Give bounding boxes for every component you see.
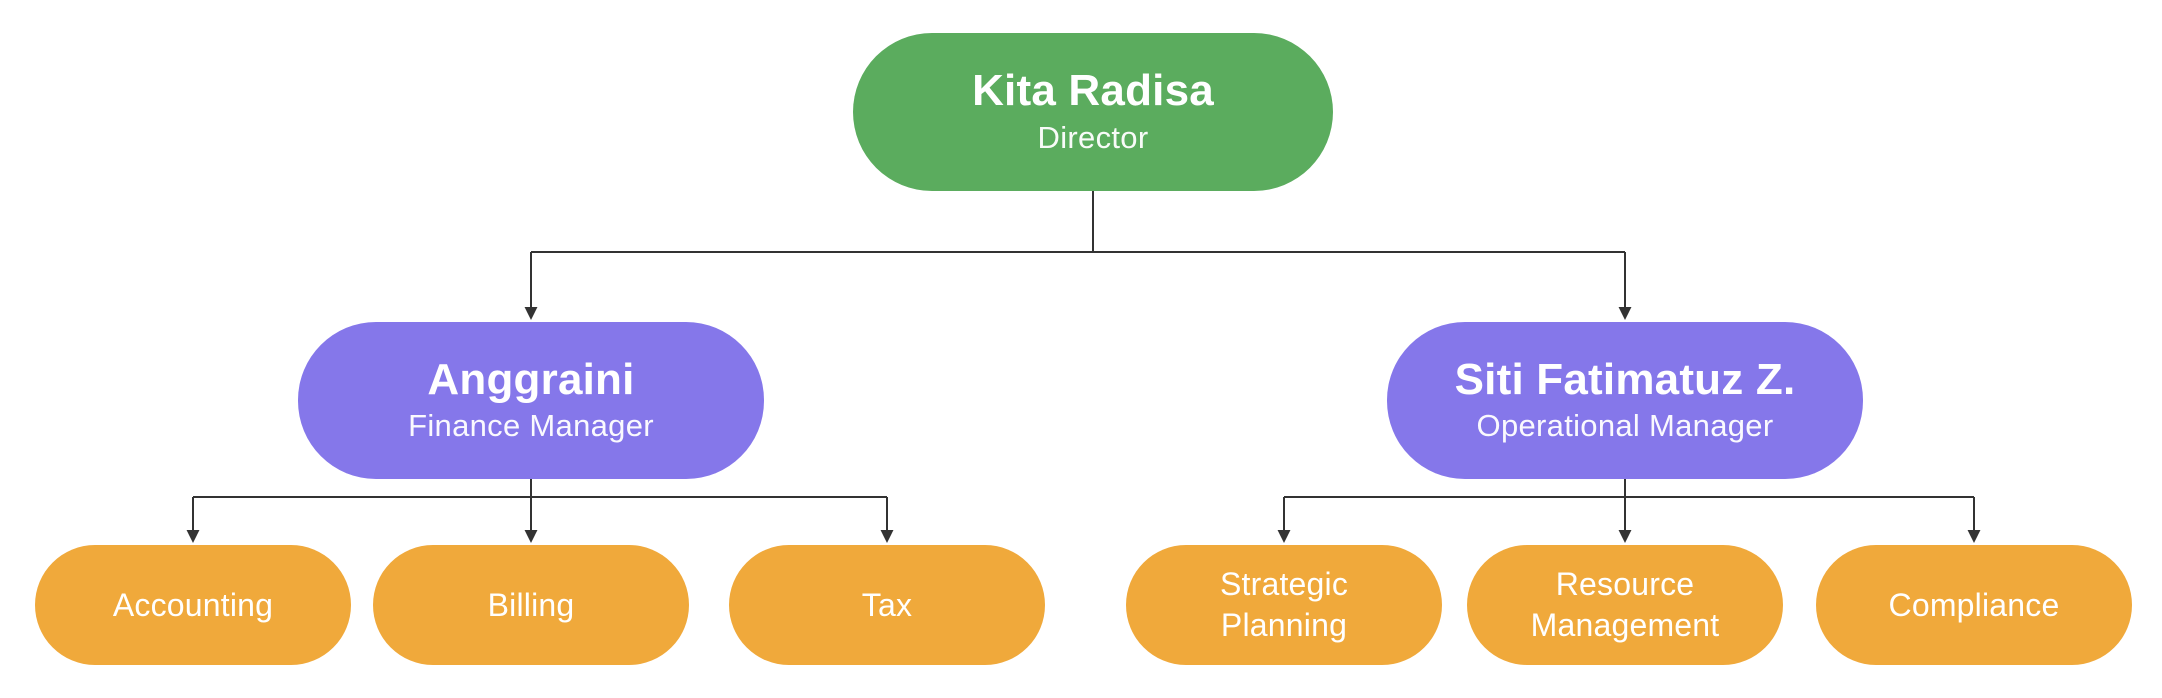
manager-finance-name: Anggraini <box>427 354 635 404</box>
node-manager-finance: Anggraini Finance Manager <box>298 322 764 479</box>
dept-compliance-label: Compliance <box>1888 586 2060 623</box>
node-dept-resource-management: Resource Management <box>1467 545 1783 665</box>
node-dept-tax: Tax <box>729 545 1045 665</box>
manager-finance-title: Finance Manager <box>408 408 654 444</box>
dept-resource-management-label: Resource Management <box>1530 566 1720 643</box>
manager-operational-name: Siti Fatimatuz Z. <box>1454 354 1796 404</box>
director-name: Kita Radisa <box>972 66 1214 116</box>
director-title: Director <box>1037 119 1149 155</box>
connector-finance-to-departments <box>186 479 894 543</box>
node-director: Kita Radisa Director <box>853 33 1333 191</box>
node-dept-billing: Billing <box>373 545 689 665</box>
dept-billing-label: Billing <box>487 586 575 623</box>
node-manager-operational: Siti Fatimatuz Z. Operational Manager <box>1387 322 1863 479</box>
node-dept-compliance: Compliance <box>1816 545 2132 665</box>
dept-tax-label: Tax <box>861 586 913 623</box>
manager-operational-title: Operational Manager <box>1476 408 1774 444</box>
dept-strategic-planning-label: Strategic Planning <box>1219 566 1349 643</box>
dept-accounting-label: Accounting <box>112 586 274 623</box>
connector-operational-to-departments <box>1277 479 1981 543</box>
node-dept-strategic-planning: Strategic Planning <box>1126 545 1442 665</box>
node-dept-accounting: Accounting <box>35 545 351 665</box>
connector-director-to-managers <box>524 191 1632 320</box>
